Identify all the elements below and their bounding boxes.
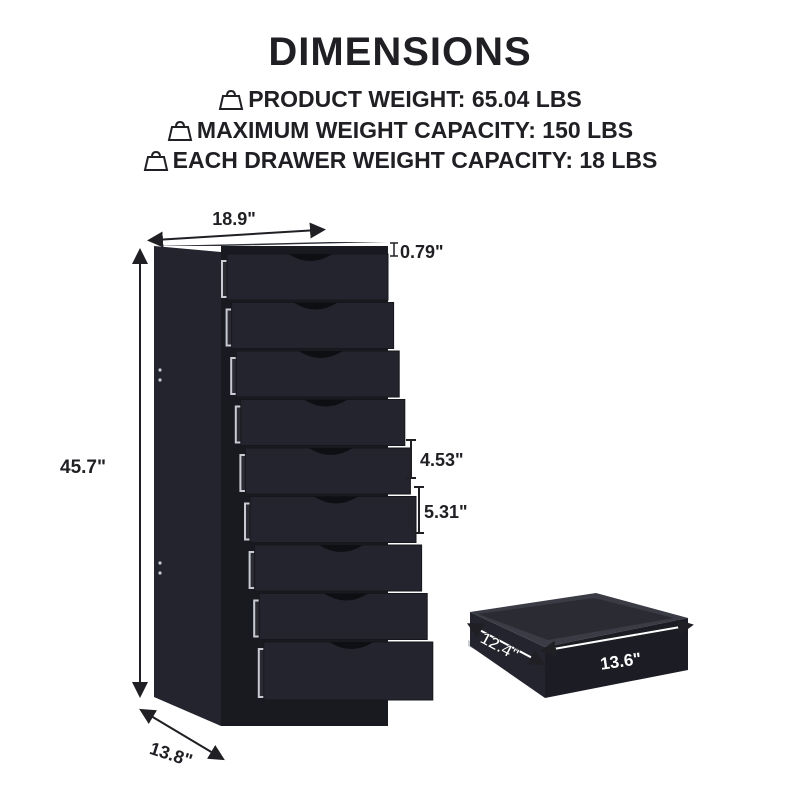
drawer-front-small-label: 4.53" (420, 450, 464, 470)
drawer-side (250, 553, 257, 587)
depth-dimension: 13.8" (139, 708, 225, 771)
drawer-front-small-dimension: 4.53" (406, 439, 464, 479)
drawer-front (254, 544, 423, 592)
drawer-front (263, 641, 434, 701)
drawer-front (235, 350, 400, 398)
drawer-handle (329, 642, 374, 649)
width-label: 18.9" (212, 209, 256, 229)
drawer-side (223, 262, 229, 296)
drawer-front-large-dimension: 5.31" (414, 486, 468, 534)
weight-icon (167, 120, 193, 147)
drawer-side (232, 359, 239, 393)
drawer-handle (303, 399, 348, 407)
drawer-handle (288, 254, 333, 261)
drawer-side (236, 407, 243, 442)
drawer-front (249, 496, 417, 543)
spec-product-weight: PRODUCT WEIGHT: 65.04 LBS (0, 86, 800, 116)
spec-text: EACH DRAWER WEIGHT CAPACITY: 18 LBS (172, 147, 658, 173)
drawer-front (258, 593, 428, 640)
page-title: DIMENSIONS (268, 30, 532, 74)
drawer-handle (308, 448, 353, 455)
height-dimension: 45.7" (60, 248, 148, 698)
depth-label: 13.8" (147, 738, 195, 770)
weight-icon (218, 89, 244, 116)
drawer-side (259, 650, 266, 696)
drawer-handle (314, 496, 358, 504)
drawer-front-large-label: 5.31" (424, 502, 468, 522)
drawer-front (226, 253, 389, 301)
drawer-handle (319, 545, 364, 552)
spec-text: MAXIMUM WEIGHT CAPACITY: 150 LBS (196, 117, 634, 143)
drawer-side (241, 456, 248, 490)
weight-icon (143, 150, 169, 177)
spec-max-capacity: MAXIMUM WEIGHT CAPACITY: 150 LBS (0, 117, 800, 147)
drawer-handle (293, 302, 338, 310)
drawer-front (244, 447, 411, 495)
width-dimension: 18.9" (147, 209, 326, 248)
drawer-side (255, 601, 262, 636)
drawer-stack (221, 253, 434, 701)
drawer-side (227, 310, 234, 345)
single-drawer: 12.4" 13.6" (466, 593, 694, 698)
drawer-handle (298, 351, 343, 358)
drawer-side (246, 504, 252, 539)
drawer-front (240, 399, 406, 446)
drawer-front (231, 302, 395, 349)
top-thickness-label: 0.79" (400, 242, 444, 262)
spec-drawer-capacity: EACH DRAWER WEIGHT CAPACITY: 18 LBS (0, 147, 800, 177)
drawer-handle (324, 593, 369, 601)
height-label: 45.7" (60, 457, 106, 478)
top-thickness-dimension: 0.79" (390, 242, 444, 262)
spec-text: PRODUCT WEIGHT: 65.04 LBS (248, 86, 582, 112)
